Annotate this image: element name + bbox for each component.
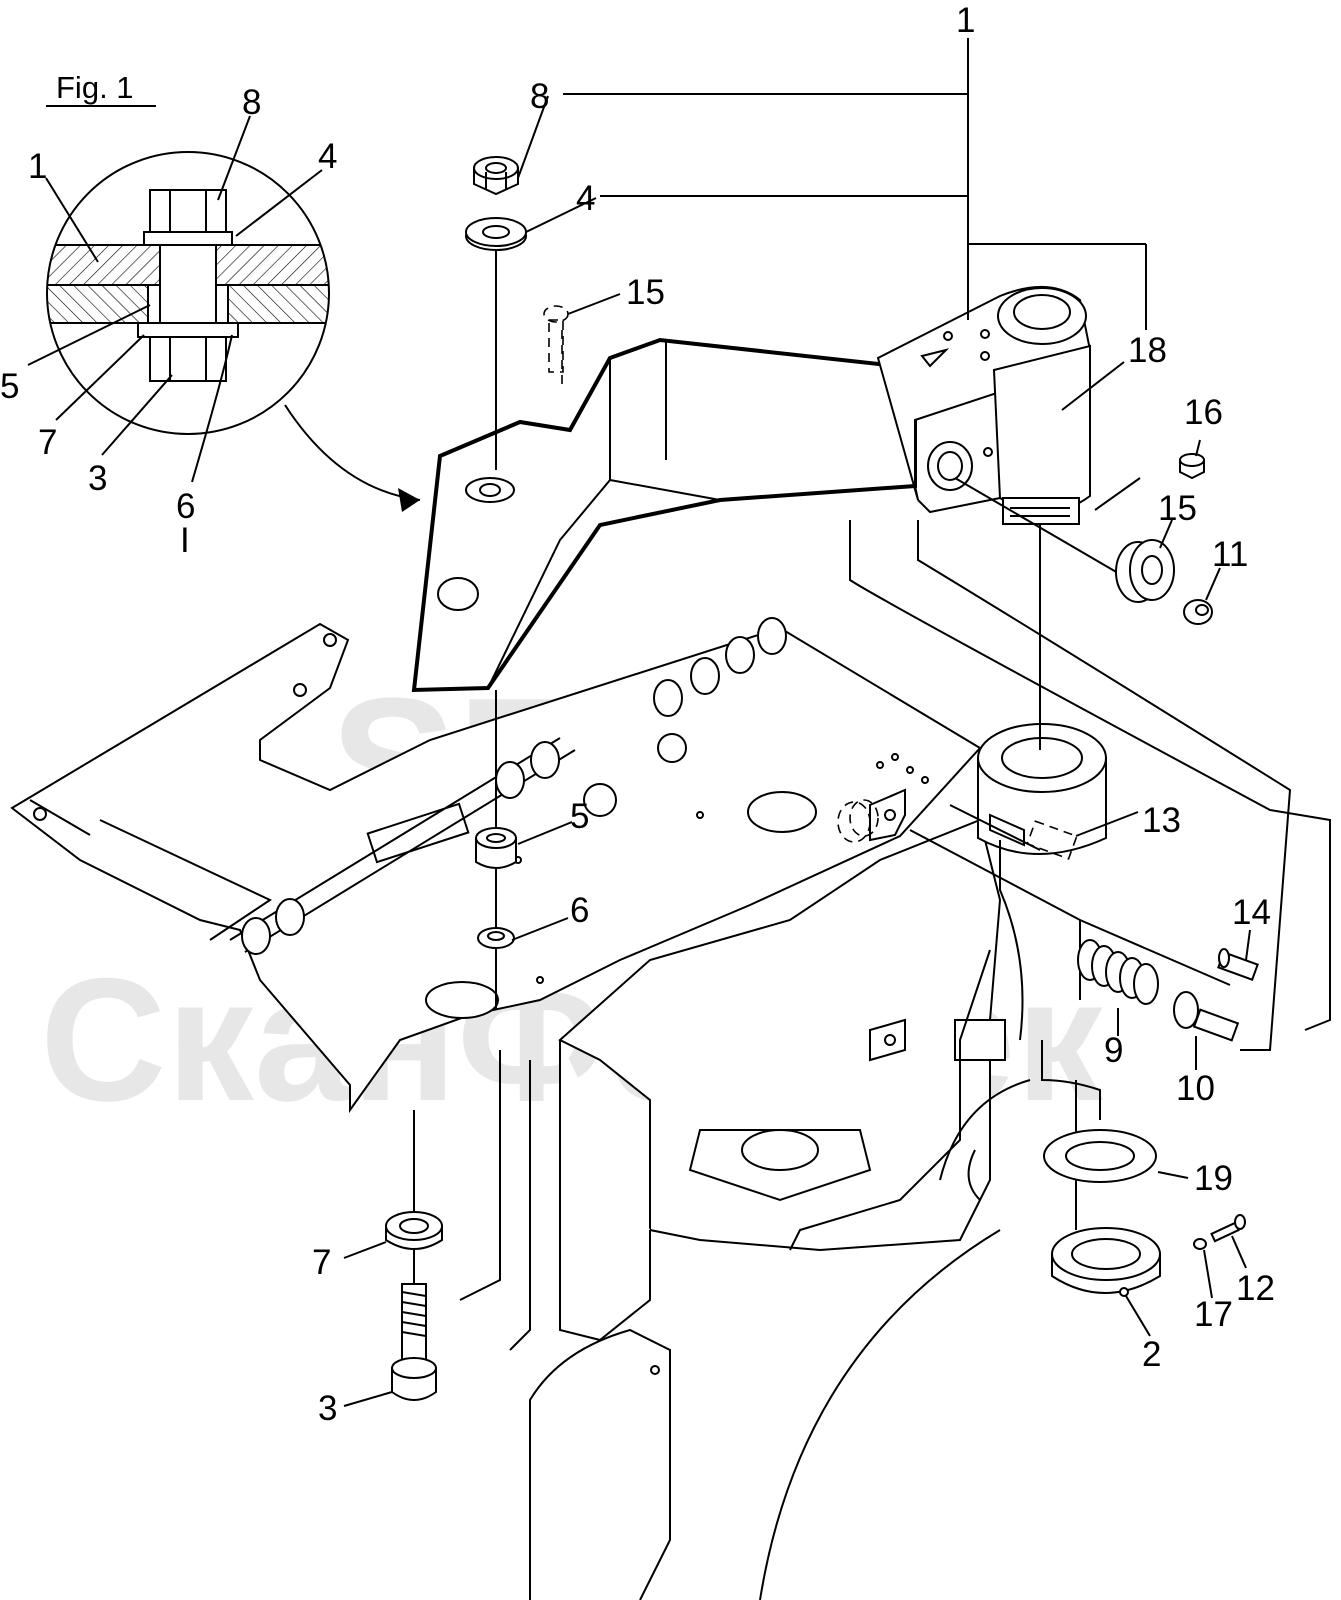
spring-9: [1077, 939, 1159, 1005]
pin-13: [949, 804, 1041, 851]
pivot-bracket-body: [411, 337, 917, 693]
leader-d8: [217, 115, 251, 201]
washer-17: [1193, 1238, 1207, 1250]
callout-labels: 1 8 4 15 18 16 15 11 5 6 13 14 9 10 19 7…: [312, 1, 1275, 1428]
detail-pointer-arrow: [284, 404, 421, 501]
leader-d4: [235, 169, 323, 237]
detail-label-6: 6: [176, 487, 195, 526]
callout-11: 11: [1212, 535, 1248, 574]
pivot-sleeve-18: [992, 344, 1091, 513]
callout-17: 17: [1194, 1295, 1233, 1334]
detail-pointer-arrowhead: [398, 488, 420, 512]
leader-d3: [101, 374, 173, 456]
callout-16: 16: [1184, 393, 1223, 432]
callout-2: 2: [1142, 1335, 1161, 1374]
frame-hole: [583, 783, 617, 817]
pivot-sleeve-thread: [1002, 497, 1080, 525]
nut-8: [473, 156, 519, 196]
detail-label-8: 8: [242, 83, 261, 122]
nut-16: [1179, 453, 1205, 480]
detail-label-3: 3: [88, 459, 107, 498]
plug-15-right: [1115, 539, 1175, 603]
frame-hole: [657, 733, 687, 763]
pivot-bracket-slot: [437, 577, 479, 611]
hinge-rod: [229, 617, 787, 955]
nut-11: [1183, 599, 1213, 625]
column-sleeve: [949, 723, 1107, 1041]
detail-label-7: 7: [38, 423, 57, 462]
callout-9: 9: [1104, 1031, 1123, 1070]
washer-6: [477, 927, 515, 949]
bolt-3: [391, 1283, 437, 1401]
callout-5: 5: [570, 797, 589, 836]
detail-section-view: 1 8 4 5 7 3 6 I: [0, 83, 421, 560]
washer-7: [385, 1211, 443, 1250]
callout-19: 19: [1194, 1159, 1233, 1198]
callout-7: 7: [312, 1243, 331, 1282]
lower-frame: [558, 818, 1002, 1252]
callout-10: 10: [1176, 1069, 1215, 1108]
nut-2: [1051, 1227, 1161, 1297]
screw-14: [1217, 948, 1259, 981]
dashed-bushing: [837, 801, 871, 843]
bushing-left: [147, 284, 161, 324]
washer-19: [1043, 1129, 1157, 1183]
frame-slot: [425, 981, 499, 1019]
leader-d1: [45, 177, 99, 263]
bushing-5: [475, 827, 517, 869]
screw-15-top: [543, 305, 569, 373]
callout-6: 6: [570, 891, 589, 930]
frame-hole-large: [747, 791, 817, 833]
detail-label-5: 5: [0, 367, 19, 406]
callout-1: 1: [956, 1, 975, 40]
leader-d7: [55, 334, 145, 421]
callout-15-top: 15: [626, 273, 665, 312]
callout-12: 12: [1236, 1269, 1275, 1308]
callout-3: 3: [318, 1389, 337, 1428]
washer-4: [465, 217, 527, 251]
callout-18: 18: [1128, 331, 1167, 370]
screw-10: [1173, 991, 1240, 1042]
seat-base: [529, 1328, 671, 1600]
pivot-bracket: [411, 286, 1092, 693]
section-mark: I: [180, 521, 190, 560]
callout-13: 13: [1142, 801, 1181, 840]
detail-label-1: 1: [28, 147, 47, 186]
leader-d5: [27, 304, 151, 366]
callout-leaders: [343, 38, 1251, 1407]
nut-top: [149, 189, 227, 233]
figure-title: Fig. 1: [46, 70, 156, 107]
bolt-head: [149, 336, 227, 382]
bushing-right: [215, 284, 229, 324]
leader-d6: [191, 334, 233, 483]
callout-4: 4: [576, 179, 595, 218]
detail-label-4: 4: [318, 137, 337, 176]
loose-parts: [385, 156, 1259, 1401]
screw-12: [1210, 1214, 1246, 1243]
washer-top: [143, 231, 233, 246]
washer-bottom: [137, 322, 239, 338]
callout-8: 8: [530, 77, 549, 116]
callout-15-right: 15: [1158, 489, 1197, 528]
callout-14: 14: [1232, 893, 1271, 932]
figure-title-text: Fig. 1: [56, 70, 134, 105]
